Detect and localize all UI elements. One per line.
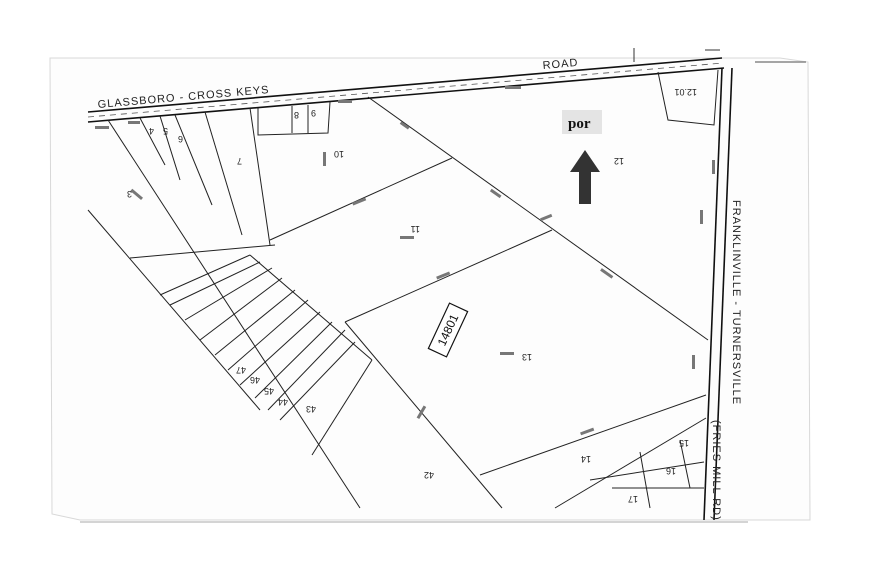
lot-13: 13	[522, 352, 532, 362]
paper-sheet	[49, 57, 811, 523]
lot-14: 14	[581, 454, 591, 464]
parcel-lines	[87, 69, 719, 509]
road-glassboro-cross-keys	[87, 57, 725, 123]
lot-3: 3	[127, 189, 132, 199]
lot-9: 9	[311, 108, 316, 118]
lot-10: 10	[334, 149, 344, 159]
lot-47: 47	[236, 365, 246, 375]
lot-labels: 3 4 5 6 7 8 9 10 11 12 12.01 13 14 15 16…	[127, 87, 697, 504]
lot-46: 46	[250, 375, 260, 385]
road-label-franklinville: FRANKLINVILLE - TURNERSVILLE	[730, 200, 742, 405]
lot-43: 43	[306, 404, 316, 414]
lot-42: 42	[424, 470, 434, 480]
lot-7: 7	[237, 156, 242, 166]
road-marker	[633, 48, 720, 62]
por-annotation: por	[562, 110, 602, 134]
dimension-marks	[95, 86, 715, 436]
lot-5: 5	[163, 126, 168, 136]
lot-45: 45	[264, 386, 274, 396]
arrow-up-icon	[570, 150, 600, 204]
lot-6: 6	[178, 134, 183, 144]
lot-8: 8	[294, 110, 299, 120]
lot-12: 12	[614, 156, 624, 166]
lot-11: 11	[411, 224, 420, 234]
lot-44: 44	[278, 397, 288, 407]
road-franklinville-turnersville	[703, 67, 733, 521]
lot-17: 17	[628, 494, 638, 504]
road-label-road: ROAD	[542, 57, 579, 72]
lot-4: 4	[149, 126, 154, 136]
road-label-fries-mill: (FRIES MILL RD)	[710, 420, 722, 521]
lot-12-01: 12.01	[674, 87, 697, 97]
lot-15: 15	[679, 438, 689, 448]
lot-16: 16	[666, 466, 676, 476]
por-label: por	[568, 116, 591, 132]
